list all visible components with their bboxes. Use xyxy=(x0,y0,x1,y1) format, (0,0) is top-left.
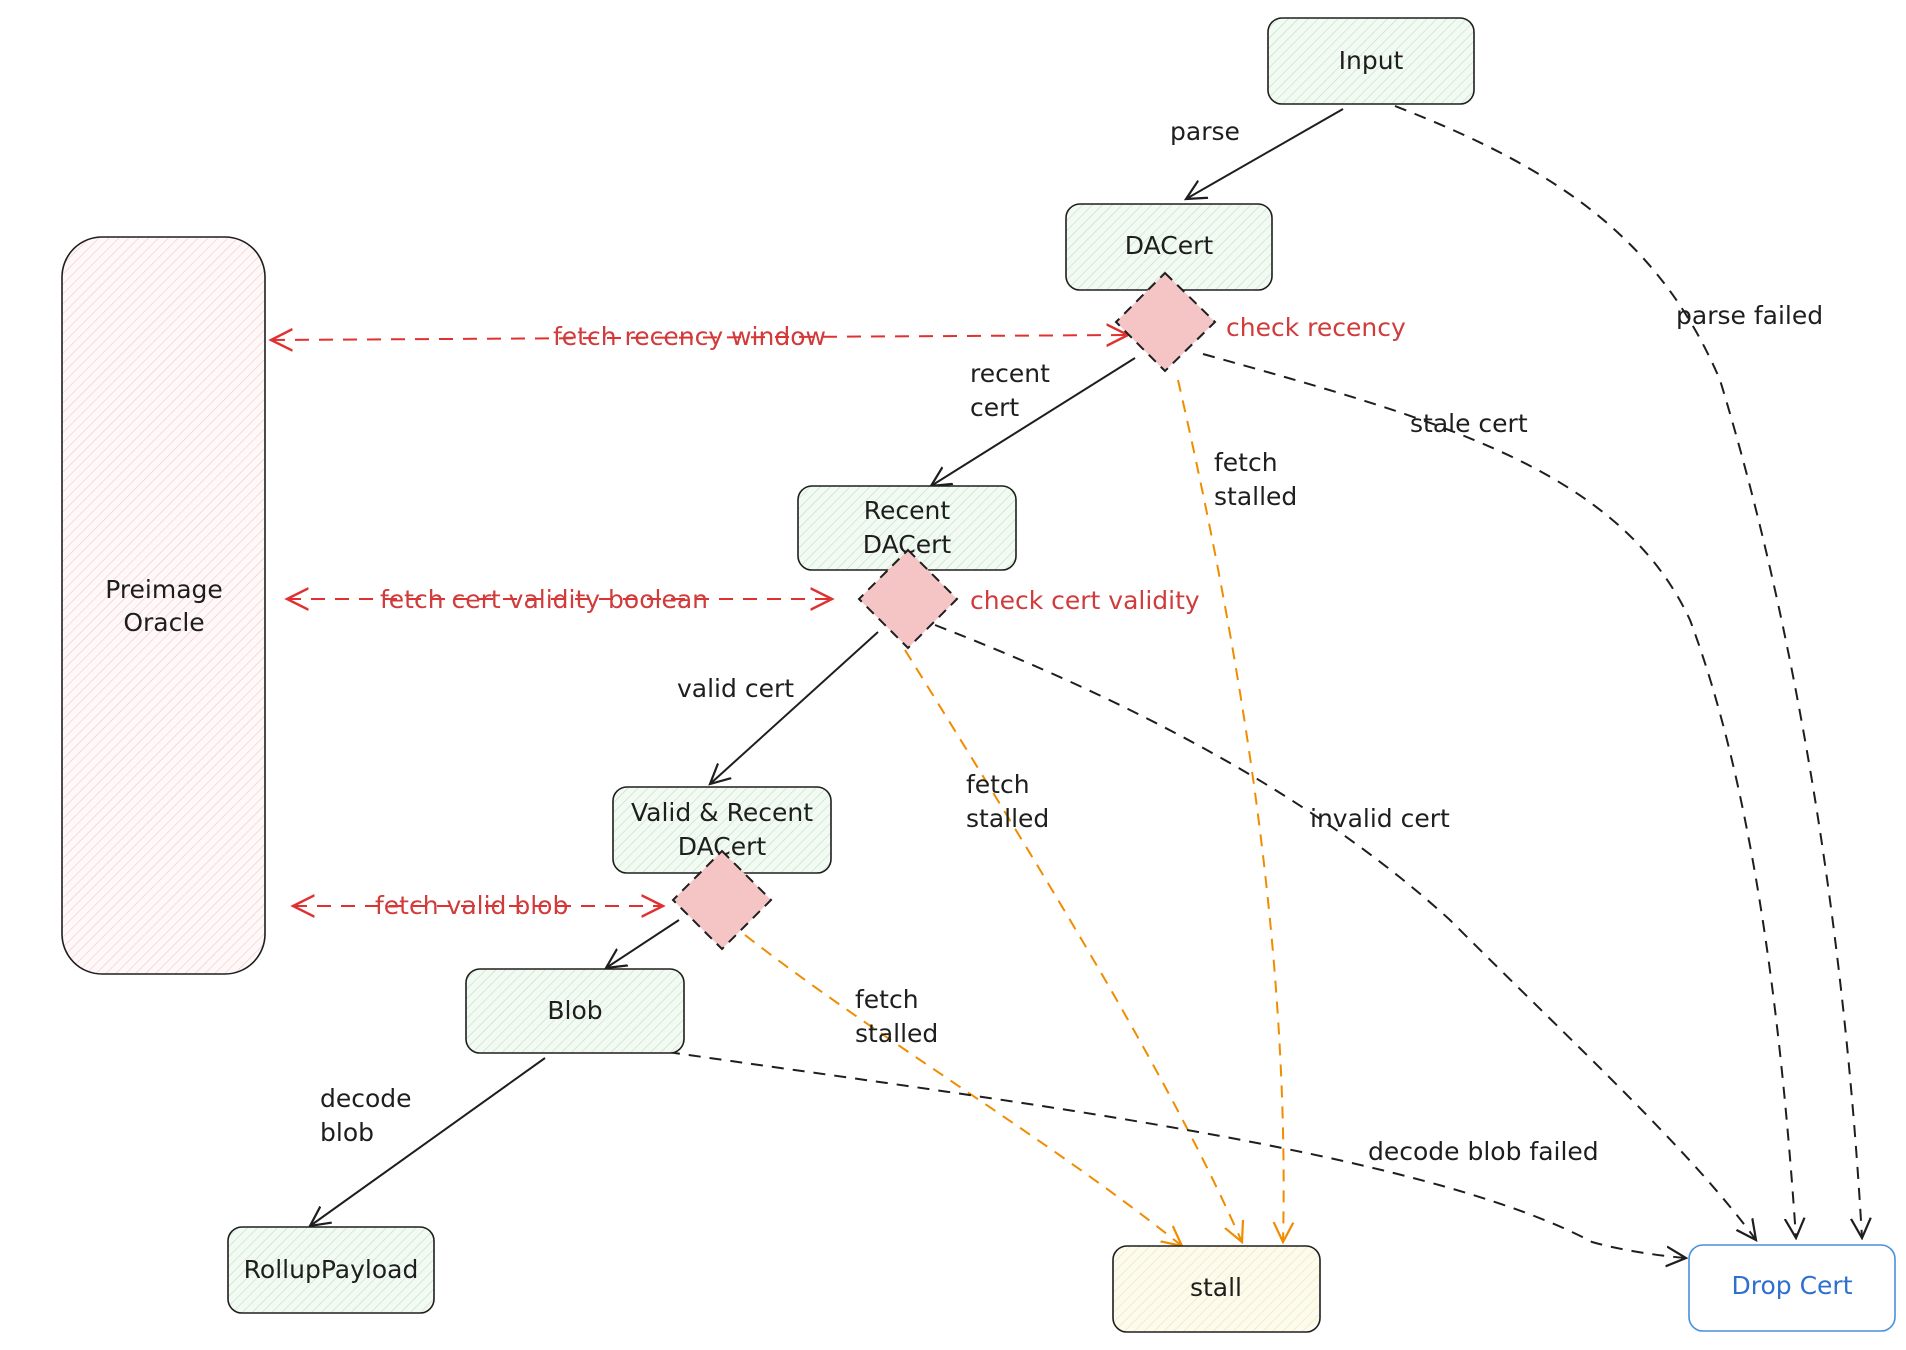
check-recency-label: check recency xyxy=(1226,313,1406,342)
decode-blob-failed-label: decode blob failed xyxy=(1368,1137,1599,1166)
recent-dacert-label-line1: Recent xyxy=(864,496,951,525)
fetch-valid-blob-label: fetch valid blob xyxy=(375,891,568,920)
check-recency-diamond xyxy=(1114,271,1217,373)
check-cert-validity-diamond xyxy=(857,548,959,650)
blob-node: Blob xyxy=(465,968,685,1054)
blob-label: Blob xyxy=(547,996,602,1025)
valid-recent-dacert-label-line1: Valid & Recent xyxy=(631,798,813,827)
edge-decode-blob xyxy=(310,1057,546,1226)
fetch-stalled-1-line2: stalled xyxy=(1214,482,1297,511)
recent-cert-label-line1: recent xyxy=(970,359,1050,388)
stall-label: stall xyxy=(1190,1273,1242,1302)
valid-recent-dacert-node: Valid & Recent DACert xyxy=(612,786,832,874)
edge-stale-cert xyxy=(1202,353,1796,1238)
fetch-stalled-3-line1: fetch xyxy=(855,985,919,1014)
edge-valid-cert xyxy=(710,631,879,784)
preimage-oracle-node: Preimage Oracle xyxy=(61,236,266,975)
rollup-payload-label: RollupPayload xyxy=(244,1255,419,1284)
fetch-stalled-2-line1: fetch xyxy=(966,770,1030,799)
recent-cert-label-line2: cert xyxy=(970,393,1019,422)
edge-decode-blob-failed xyxy=(667,1051,1686,1258)
parse-label: parse xyxy=(1170,117,1240,146)
decode-blob-label-line2: blob xyxy=(320,1118,374,1147)
fetch-stalled-3-line2: stalled xyxy=(855,1019,938,1048)
edge-stall-3 xyxy=(744,934,1182,1246)
invalid-cert-label: invalid cert xyxy=(1310,804,1450,833)
drop-cert-label: Drop Cert xyxy=(1731,1271,1852,1300)
parse-failed-label: parse failed xyxy=(1676,301,1823,330)
dacert-label: DACert xyxy=(1125,231,1214,260)
fetch-cert-validity-label: fetch cert validity boolean xyxy=(380,585,708,614)
rollup-payload-node: RollupPayload xyxy=(227,1226,435,1314)
fetch-stalled-1-line1: fetch xyxy=(1214,448,1278,477)
valid-cert-label: valid cert xyxy=(677,674,794,703)
dacert-node: DACert xyxy=(1065,203,1273,291)
stall-node: stall xyxy=(1112,1245,1321,1333)
input-node: Input xyxy=(1267,17,1475,105)
edge-parse-failed xyxy=(1394,105,1862,1238)
edge-stall-1 xyxy=(1177,379,1284,1242)
edge-invalid-cert xyxy=(934,624,1756,1240)
edge-to-blob xyxy=(606,919,680,968)
stale-cert-label: stale cert xyxy=(1410,409,1528,438)
check-blob-diamond xyxy=(671,849,773,951)
input-label: Input xyxy=(1339,46,1404,75)
fetch-recency-window-label: fetch recency window xyxy=(553,322,826,351)
edge-parse xyxy=(1186,108,1344,199)
edge-recent-cert xyxy=(931,357,1136,486)
check-cert-validity-label: check cert validity xyxy=(970,586,1200,615)
edge-stall-2 xyxy=(904,649,1242,1242)
drop-cert-node: Drop Cert xyxy=(1688,1244,1896,1332)
fetch-stalled-2-line2: stalled xyxy=(966,804,1049,833)
preimage-oracle-label-line1: Preimage xyxy=(105,575,223,604)
decode-blob-label-line1: decode xyxy=(320,1084,412,1113)
preimage-oracle-label-line2: Oracle xyxy=(123,608,204,637)
